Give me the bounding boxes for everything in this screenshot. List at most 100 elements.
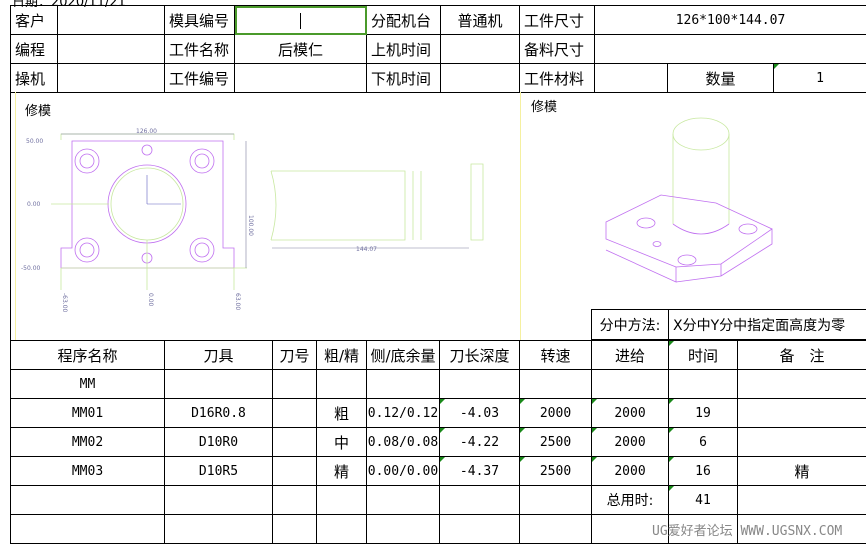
speed-cell[interactable]: 2500 xyxy=(520,428,592,457)
tool-no-cell[interactable] xyxy=(273,457,317,486)
cell-border-line xyxy=(15,92,16,340)
program-name-cell[interactable]: MM xyxy=(11,370,165,399)
speed-cell[interactable]: 2000 xyxy=(520,399,592,428)
header-time: 时间 xyxy=(669,341,738,370)
empty-cell[interactable] xyxy=(165,486,273,515)
tool-cell[interactable]: D10R0 xyxy=(165,428,273,457)
time-cell[interactable] xyxy=(669,370,738,399)
depth-cell[interactable]: -4.37 xyxy=(440,457,520,486)
end-time-cell[interactable] xyxy=(441,64,520,93)
time-cell[interactable]: 19 xyxy=(669,399,738,428)
size-label: 工件尺寸 xyxy=(520,6,595,35)
header-table: 客户 模具编号 分配机台 普通机 工件尺寸 126*100*144.07 编程 … xyxy=(10,5,866,93)
program-name-cell[interactable]: MM01 xyxy=(11,399,165,428)
programmer-cell[interactable] xyxy=(58,35,165,64)
dim-x-mid: 0.00 xyxy=(147,293,154,307)
rough-finish-cell[interactable]: 精 xyxy=(317,457,367,486)
stock-size-cell[interactable] xyxy=(595,35,866,64)
size-cell[interactable]: 126*100*144.07 xyxy=(595,6,866,35)
empty-cell[interactable] xyxy=(317,486,367,515)
program-table: 程序名称 刀具 刀号 粗/精 侧/底余量 刀长深度 转速 进给 时间 备 注 M… xyxy=(10,340,866,544)
total-time-value[interactable]: 41 xyxy=(669,486,738,515)
remark-cell[interactable] xyxy=(738,428,866,457)
remark-cell[interactable]: 精 xyxy=(738,457,866,486)
tool-cell[interactable]: D16R0.8 xyxy=(165,399,273,428)
remark-cell[interactable] xyxy=(738,399,866,428)
empty-cell[interactable] xyxy=(520,515,592,544)
depth-cell[interactable]: -4.03 xyxy=(440,399,520,428)
start-time-cell[interactable] xyxy=(441,35,520,64)
qty-label: 数量 xyxy=(668,64,774,93)
qty-cell[interactable]: 1 xyxy=(774,64,866,93)
empty-cell[interactable] xyxy=(273,515,317,544)
time-cell[interactable]: 6 xyxy=(669,428,738,457)
table-row: MM xyxy=(11,370,866,399)
material-cell[interactable] xyxy=(595,64,668,93)
customer-label: 客户 xyxy=(11,6,58,35)
header-tool: 刀具 xyxy=(165,341,273,370)
operator-cell[interactable] xyxy=(58,64,165,93)
header-tool-no: 刀号 xyxy=(273,341,317,370)
tool-cell[interactable]: D10R5 xyxy=(165,457,273,486)
time-cell[interactable]: 16 xyxy=(669,457,738,486)
empty-cell[interactable] xyxy=(367,515,440,544)
table-header-row: 程序名称 刀具 刀号 粗/精 侧/底余量 刀长深度 转速 进给 时间 备 注 xyxy=(11,341,866,370)
header-remark: 备 注 xyxy=(738,341,866,370)
empty-cell[interactable] xyxy=(11,486,165,515)
centering-method-value[interactable]: X分中Y分中指定面高度为零 xyxy=(669,310,866,340)
part-name-label: 工件名称 xyxy=(165,35,235,64)
tool-no-cell[interactable] xyxy=(273,370,317,399)
feed-cell[interactable] xyxy=(592,370,669,399)
speed-cell[interactable]: 2500 xyxy=(520,457,592,486)
rough-finish-cell[interactable] xyxy=(317,370,367,399)
2d-drawing: 126.00 144.07 100.00 50.00 0.00 -50.00 -… xyxy=(21,120,521,340)
empty-cell[interactable] xyxy=(440,515,520,544)
centering-method-label: 分中方法: xyxy=(592,310,669,340)
customer-cell[interactable] xyxy=(58,6,165,35)
empty-cell[interactable] xyxy=(738,486,866,515)
rough-finish-cell[interactable]: 粗 xyxy=(317,399,367,428)
empty-cell[interactable] xyxy=(367,486,440,515)
empty-cell[interactable] xyxy=(317,515,367,544)
rough-finish-cell[interactable]: 中 xyxy=(317,428,367,457)
mold-no-cell[interactable] xyxy=(235,6,367,35)
dim-width: 126.00 xyxy=(136,128,157,135)
empty-cell[interactable] xyxy=(273,486,317,515)
left-drawing-caption: 修模 xyxy=(25,100,51,119)
part-name-cell[interactable]: 后模仁 xyxy=(235,35,367,64)
feed-cell[interactable]: 2000 xyxy=(592,399,669,428)
depth-cell[interactable]: -4.22 xyxy=(440,428,520,457)
program-name-cell[interactable]: MM02 xyxy=(11,428,165,457)
tool-no-cell[interactable] xyxy=(273,399,317,428)
part-no-cell[interactable] xyxy=(235,64,367,93)
tool-cell[interactable] xyxy=(165,370,273,399)
dim-y-mid: 0.00 xyxy=(27,201,41,208)
empty-cell[interactable] xyxy=(520,486,592,515)
feed-cell[interactable]: 2000 xyxy=(592,428,669,457)
program-name-cell[interactable]: MM03 xyxy=(11,457,165,486)
machine-cell[interactable]: 普通机 xyxy=(441,6,520,35)
feed-cell[interactable]: 2000 xyxy=(592,457,669,486)
stock-size-label: 备料尺寸 xyxy=(520,35,595,64)
allowance-cell[interactable]: 0.08/0.08 xyxy=(367,428,440,457)
header-speed: 转速 xyxy=(520,341,592,370)
empty-cell[interactable] xyxy=(440,486,520,515)
remark-cell[interactable] xyxy=(738,370,866,399)
mold-no-label: 模具编号 xyxy=(165,6,235,35)
allowance-cell[interactable]: 0.12/0.12 xyxy=(367,399,440,428)
part-iso xyxy=(606,195,772,282)
allowance-cell[interactable] xyxy=(367,370,440,399)
table-row: MM01 D16R0.8 粗 0.12/0.12 -4.03 2000 2000… xyxy=(11,399,866,428)
dim-y-bot: -50.00 xyxy=(21,265,41,272)
dim-x-left: -63.00 xyxy=(61,293,68,313)
header-program-name: 程序名称 xyxy=(11,341,165,370)
empty-cell[interactable] xyxy=(165,515,273,544)
empty-cell[interactable] xyxy=(11,515,165,544)
header-stock-allowance: 侧/底余量 xyxy=(367,341,440,370)
depth-cell[interactable] xyxy=(440,370,520,399)
part-no-label: 工件编号 xyxy=(165,64,235,93)
tool-no-cell[interactable] xyxy=(273,428,317,457)
allowance-cell[interactable]: 0.00/0.00 xyxy=(367,457,440,486)
stock-cylinder xyxy=(673,118,729,224)
speed-cell[interactable] xyxy=(520,370,592,399)
